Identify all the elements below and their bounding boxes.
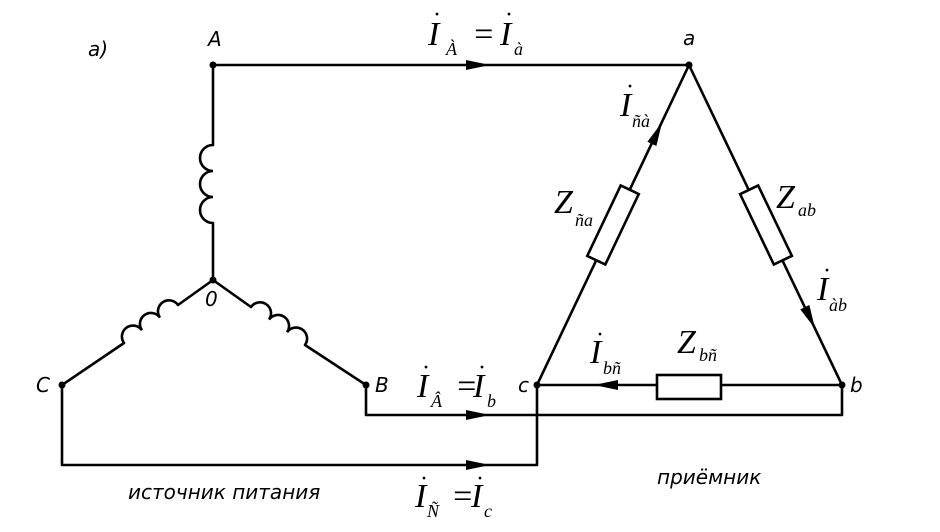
svg-text:b: b bbox=[487, 391, 496, 411]
svg-text:I: I bbox=[470, 478, 484, 515]
current-label-phase-bc: · I bñ bbox=[589, 322, 621, 378]
svg-text:I: I bbox=[472, 368, 486, 405]
receiver-branch-ca bbox=[535, 63, 691, 387]
impedance-label-z-ab: Z ab bbox=[776, 179, 816, 220]
svg-text:À: À bbox=[445, 38, 458, 59]
node-dot-a bbox=[685, 61, 693, 69]
resistor-z-ab bbox=[738, 183, 794, 267]
line-b-wire bbox=[364, 383, 844, 417]
node-dot-C bbox=[58, 381, 66, 389]
receiver-caption: приёмник bbox=[657, 465, 761, 489]
svg-text:Â: Â bbox=[430, 390, 443, 411]
current-label-phase-ab: · I àb bbox=[816, 258, 847, 315]
node-dot-A bbox=[209, 61, 217, 69]
svg-text:·: · bbox=[626, 74, 634, 100]
resistor-z-ca bbox=[585, 183, 641, 267]
svg-text:I: I bbox=[619, 87, 633, 124]
current-label-line-b: · I Â = · I b bbox=[416, 355, 496, 411]
svg-text:·: · bbox=[596, 322, 604, 348]
line-b-arrow bbox=[466, 410, 490, 420]
svg-text:I: I bbox=[414, 478, 428, 515]
wire-b-bottom bbox=[303, 343, 368, 387]
coil-b bbox=[249, 301, 309, 346]
label-node-C: C bbox=[36, 373, 50, 397]
node-dot-c bbox=[533, 381, 541, 389]
svg-text:Z: Z bbox=[776, 179, 796, 216]
impedance-label-z-bc: Z bñ bbox=[677, 324, 717, 365]
arrow-i-ab bbox=[800, 305, 816, 329]
label-node-a: a bbox=[683, 26, 695, 50]
svg-text:=: = bbox=[451, 478, 474, 515]
wire-c-top bbox=[176, 278, 215, 307]
svg-text:I: I bbox=[416, 368, 430, 405]
impedance-label-z-ca: Z ña bbox=[554, 184, 593, 230]
svg-text:·: · bbox=[420, 466, 428, 492]
svg-text:·: · bbox=[476, 466, 484, 492]
svg-text:I: I bbox=[589, 334, 603, 371]
svg-text:bñ: bñ bbox=[603, 358, 621, 378]
svg-text:ñà: ñà bbox=[632, 111, 650, 131]
svg-text:àb: àb bbox=[829, 295, 847, 315]
svg-text:·: · bbox=[823, 258, 831, 284]
svg-text:Z: Z bbox=[554, 184, 574, 221]
source-phase-a bbox=[198, 63, 215, 282]
svg-text:=: = bbox=[472, 16, 495, 53]
line-a-arrow bbox=[466, 60, 490, 70]
node-dot-O bbox=[209, 276, 217, 284]
svg-text:·: · bbox=[433, 2, 441, 28]
source-phase-b bbox=[211, 278, 368, 387]
svg-text:Ñ: Ñ bbox=[426, 501, 440, 521]
wire-c-bottom bbox=[60, 341, 126, 387]
svg-text:·: · bbox=[422, 355, 430, 381]
source-caption: источник питания bbox=[128, 480, 320, 504]
svg-text:c: c bbox=[484, 501, 492, 521]
resistor-z-bc bbox=[655, 373, 723, 401]
node-dot-B bbox=[362, 381, 370, 389]
svg-text:Z: Z bbox=[677, 324, 697, 361]
svg-text:I: I bbox=[499, 16, 513, 53]
receiver-branch-bc bbox=[535, 373, 844, 401]
node-dot-b bbox=[838, 381, 846, 389]
svg-text:bñ: bñ bbox=[699, 345, 717, 365]
panel-label: а) bbox=[88, 37, 108, 61]
source-phase-c bbox=[60, 278, 215, 387]
current-label-line-a: · I À = · I à bbox=[427, 2, 523, 59]
current-label-phase-ca: · I ñà bbox=[619, 74, 650, 131]
label-node-O: 0 bbox=[205, 287, 218, 311]
svg-text:=: = bbox=[455, 368, 478, 405]
svg-text:I: I bbox=[427, 16, 441, 53]
label-node-b: b bbox=[850, 373, 863, 397]
line-c-arrow bbox=[466, 460, 490, 470]
svg-text:ña: ña bbox=[575, 210, 593, 230]
label-node-A: A bbox=[206, 27, 222, 51]
coil-c bbox=[120, 299, 180, 344]
svg-text:ab: ab bbox=[798, 200, 816, 220]
svg-text:·: · bbox=[505, 2, 513, 28]
receiver-branch-ab bbox=[687, 63, 844, 387]
label-node-c: c bbox=[518, 373, 529, 397]
wire-b-top bbox=[211, 278, 253, 309]
current-label-line-c: · I Ñ = · I c bbox=[414, 466, 492, 521]
svg-text:I: I bbox=[816, 271, 830, 308]
svg-text:à: à bbox=[514, 39, 523, 59]
label-node-B: B bbox=[375, 373, 389, 397]
arrow-i-bc bbox=[594, 380, 618, 390]
svg-text:·: · bbox=[478, 355, 486, 381]
line-c-wire bbox=[60, 383, 539, 467]
arrow-i-ca bbox=[647, 122, 663, 146]
coil-a bbox=[198, 143, 214, 225]
